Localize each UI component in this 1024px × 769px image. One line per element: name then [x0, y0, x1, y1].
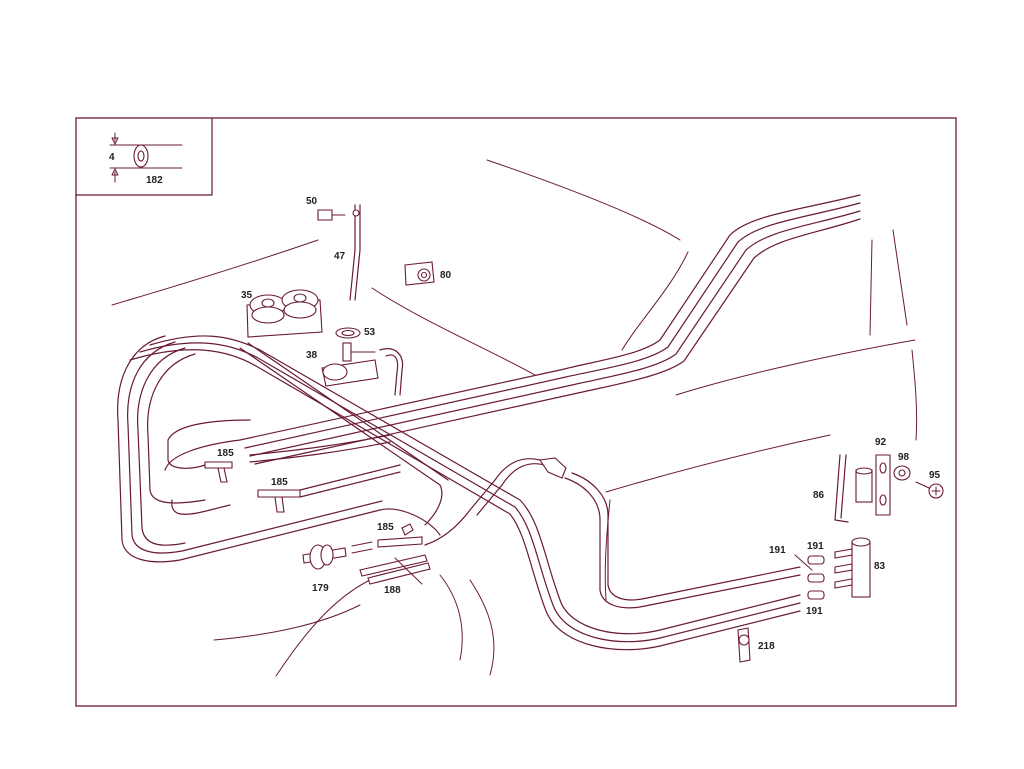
- part-labels: 50 47 80 35 53 38 185 185 185 179 188 92…: [217, 196, 941, 652]
- part-86-bracket: [834, 454, 873, 523]
- label-53: 53: [364, 327, 376, 338]
- part-179-check-valve: [302, 541, 373, 570]
- label-80: 80: [440, 270, 452, 281]
- label-98: 98: [898, 452, 910, 463]
- part-188-hose-pieces: [359, 554, 431, 585]
- label-188: 188: [384, 585, 401, 596]
- part-185-connector-c: [377, 523, 423, 548]
- diagram-frame: [75, 117, 957, 707]
- inset-part-number: 182: [146, 175, 163, 186]
- label-218: 218: [758, 641, 775, 652]
- part-98-washer: [893, 465, 911, 481]
- part-95-screw: [915, 481, 944, 499]
- part-47-rod: [349, 204, 361, 301]
- label-86: 86: [813, 490, 825, 501]
- label-95: 95: [929, 470, 941, 481]
- inset-dimension: 4: [109, 152, 115, 163]
- label-83: 83: [874, 561, 886, 572]
- part-191-hose-caps: [794, 554, 825, 600]
- label-191-c: 191: [806, 606, 823, 617]
- part-38-valve: [321, 342, 379, 387]
- label-191-b: 191: [807, 541, 824, 552]
- label-179: 179: [312, 583, 329, 594]
- part-92-plate: [875, 454, 891, 516]
- part-185-connector-a: [204, 461, 233, 483]
- part-50-clip: [317, 209, 346, 221]
- part-filter-inline: [539, 457, 567, 479]
- part-185-connector-b: [257, 489, 301, 513]
- vehicle-outline: [111, 159, 918, 677]
- vacuum-line-bundle: [117, 194, 861, 651]
- label-185-a: 185: [217, 448, 234, 459]
- label-50: 50: [306, 196, 318, 207]
- part-35-vacuum-pump: [246, 289, 323, 338]
- label-92: 92: [875, 437, 887, 448]
- part-80-bracket: [404, 261, 435, 286]
- label-185-b: 185: [271, 477, 288, 488]
- label-38: 38: [306, 350, 318, 361]
- part-83-distributor: [834, 537, 871, 598]
- part-218-fitting: [737, 627, 751, 663]
- part-53-ring: [335, 327, 361, 339]
- label-35: 35: [241, 290, 253, 301]
- label-47: 47: [334, 251, 346, 262]
- label-191-a: 191: [769, 545, 786, 556]
- label-185-c: 185: [377, 522, 394, 533]
- inset-box: 4 182: [75, 117, 213, 196]
